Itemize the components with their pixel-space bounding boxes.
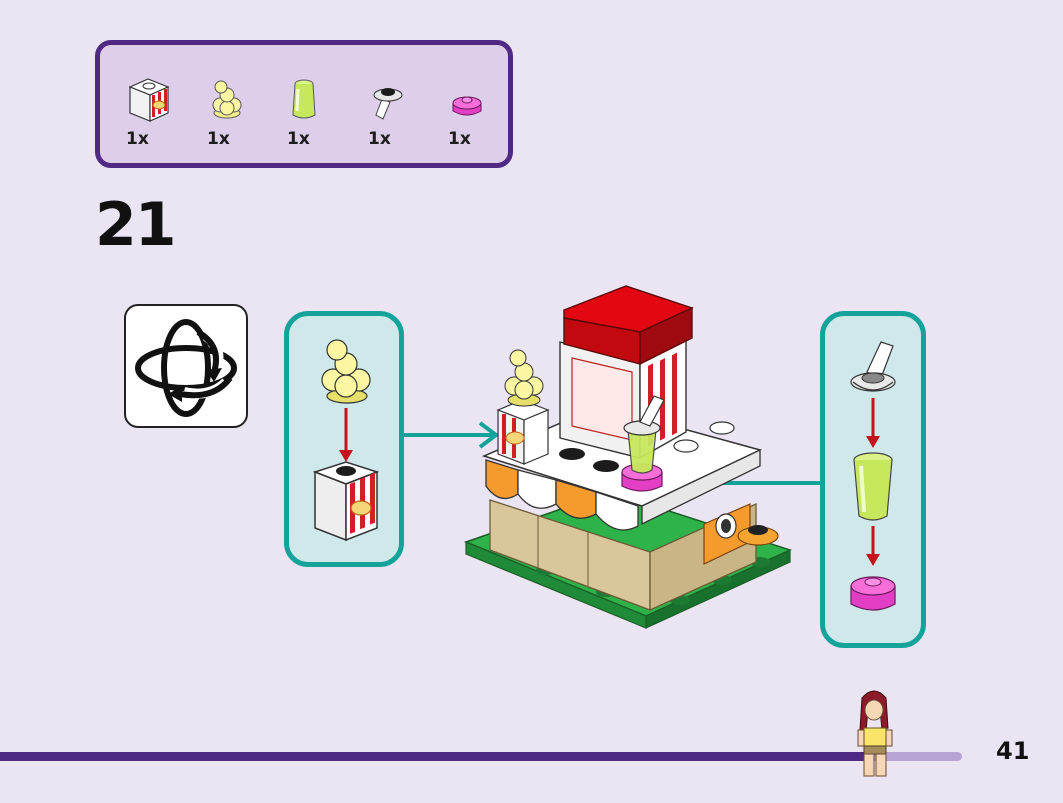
lime-transparent-cup-icon bbox=[292, 79, 316, 119]
part-qty: 1x bbox=[448, 129, 471, 149]
part-qty: 1x bbox=[207, 129, 230, 149]
parts-list-panel: 1x 1x 1x 1x 1x bbox=[95, 40, 513, 168]
pink-round-plate-icon bbox=[452, 96, 482, 116]
part-popcorn-brick: 1x bbox=[126, 75, 186, 149]
part-lime-cup: 1x bbox=[287, 75, 347, 149]
left-callout-arrow bbox=[402, 421, 500, 449]
rotate-model-icon bbox=[135, 319, 237, 417]
step-number: 21 bbox=[95, 190, 176, 260]
popcorn-stand-model bbox=[460, 280, 800, 654]
part-qty: 1x bbox=[368, 129, 391, 149]
part-qty: 1x bbox=[287, 129, 310, 149]
popcorn-stand-illustration bbox=[463, 285, 793, 629]
page-number: 41 bbox=[996, 737, 1030, 765]
footer-progress-remaining bbox=[870, 752, 962, 761]
popcorn-printed-brick-icon bbox=[128, 78, 170, 122]
cup-lid-straw-icon bbox=[373, 88, 403, 120]
subassembly-callout-left bbox=[284, 311, 404, 567]
footer-progress-bar bbox=[0, 752, 880, 761]
subassembly-callout-right bbox=[820, 311, 926, 648]
rotate-model-panel bbox=[124, 304, 248, 428]
minifigure-mascot-icon bbox=[857, 690, 893, 777]
part-ice-cream-scoop: 1x bbox=[207, 75, 267, 149]
part-qty: 1x bbox=[126, 129, 149, 149]
lid-cup-plate-stack-illustration bbox=[850, 341, 896, 611]
part-lid-straw: 1x bbox=[368, 75, 428, 149]
ice-cream-on-popcorn-brick-illustration bbox=[312, 339, 380, 542]
yellow-ice-cream-scoop-icon bbox=[212, 80, 242, 119]
part-pink-plate: 1x bbox=[448, 75, 508, 149]
